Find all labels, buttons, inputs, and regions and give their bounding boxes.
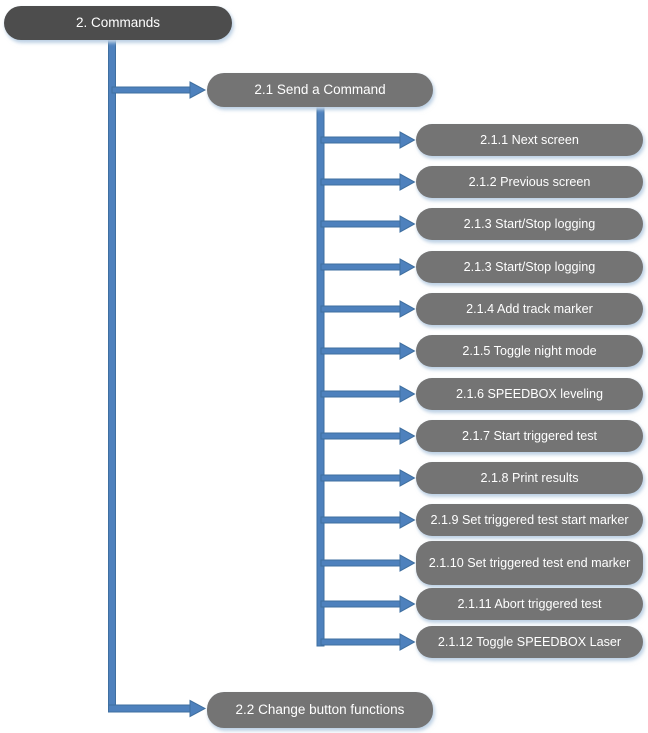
node-command-2-1-2: 2.1.2 Previous screen [416, 166, 643, 198]
node-command-2-1-11: 2.1.11 Abort triggered test [416, 588, 643, 620]
node-command-2-1-3b: 2.1.3 Start/Stop logging [416, 251, 643, 283]
node-change-button-functions-label: 2.2 Change button functions [235, 702, 405, 718]
node-command-2-1-8: 2.1.8 Print results [416, 462, 643, 494]
node-command-2-1-7: 2.1.7 Start triggered test [416, 420, 643, 452]
node-command-2-1-12: 2.1.12 Toggle SPEEDBOX Laser [416, 626, 643, 658]
node-label: 2.1.9 Set triggered test start marker [430, 512, 629, 527]
connector-trunk-root [108, 38, 116, 712]
node-label: 2.1.4 Add track marker [466, 301, 593, 316]
node-label: 2.1.10 Set triggered test end marker [428, 555, 631, 570]
connector-branch-22-arrowhead [189, 699, 207, 718]
node-command-2-1-9: 2.1.9 Set triggered test start marker [416, 504, 643, 536]
node-label: 2.1.6 SPEEDBOX leveling [455, 386, 603, 401]
node-send-a-command: 2.1 Send a Command [207, 73, 433, 107]
node-send-a-command-label: 2.1 Send a Command [254, 82, 386, 98]
node-label: 2.1.8 Print results [480, 470, 579, 485]
node-command-2-1-1: 2.1.1 Next screen [416, 124, 643, 156]
node-change-button-functions: 2.2 Change button functions [207, 692, 433, 728]
node-command-2-1-4: 2.1.4 Add track marker [416, 293, 643, 325]
node-command-2-1-3: 2.1.3 Start/Stop logging [416, 208, 643, 240]
node-label: 2.1.3 Start/Stop logging [463, 216, 596, 231]
node-label: 2.1.3 Start/Stop logging [463, 259, 596, 274]
node-label: 2.1.1 Next screen [480, 132, 579, 147]
node-label: 2.1.12 Toggle SPEEDBOX Laser [437, 634, 622, 649]
node-command-2-1-5: 2.1.5 Toggle night mode [416, 335, 643, 367]
node-label: 2.1.11 Abort triggered test [457, 596, 602, 611]
connector-branch-22-shaft [108, 704, 191, 713]
node-commands: 2. Commands [4, 6, 232, 40]
node-label: 2.1.2 Previous screen [468, 174, 591, 189]
node-command-2-1-6: 2.1.6 SPEEDBOX leveling [416, 378, 643, 410]
connector-branch-21-arrowhead [189, 81, 207, 99]
node-label: 2.1.7 Start triggered test [461, 428, 598, 443]
node-label: 2.1.5 Toggle night mode [462, 343, 597, 358]
node-command-2-1-10: 2.1.10 Set triggered test end marker [416, 541, 643, 585]
connector-branch-21-shaft [111, 86, 191, 94]
node-commands-label: 2. Commands [75, 15, 161, 31]
